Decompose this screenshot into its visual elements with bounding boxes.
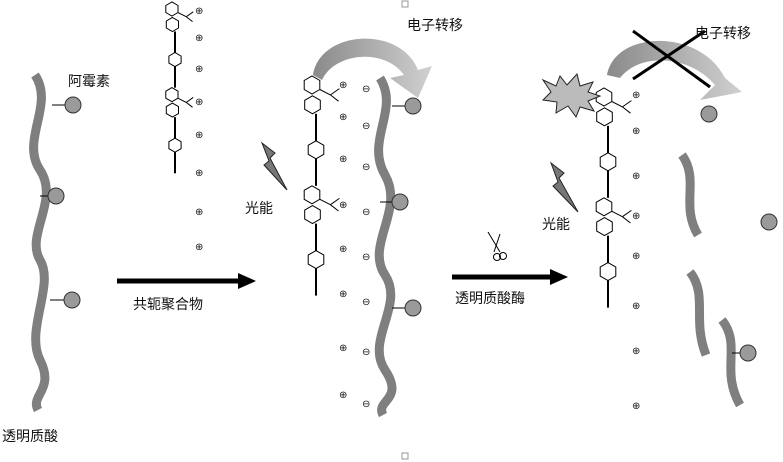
hyaluronic-acid-label: 透明质酸 [2, 429, 58, 445]
charges-polymer: ⊕ ⊕ ⊕ ⊕ ⊕ ⊕ ⊕ ⊕ [632, 90, 640, 412]
positive-charge: ⊕ [632, 401, 640, 412]
light-energy-label: 光能 [542, 217, 570, 233]
doxorubicin-molecule [404, 299, 422, 317]
benzene-ring [307, 250, 325, 270]
benzene-ring [599, 262, 617, 282]
light-energy-label: 光能 [245, 201, 273, 217]
positive-charge: ⊕ [195, 33, 203, 44]
negative-charge: ⊖ [362, 121, 370, 132]
benzene-ring [165, 16, 179, 33]
released-doxorubicin [760, 213, 778, 231]
negative-charge: ⊖ [362, 207, 370, 218]
hyaluronic-acid-chain [374, 75, 422, 418]
positive-charge: ⊕ [632, 251, 640, 262]
conjugated-polymer [303, 75, 340, 296]
electron-transfer-label: 电子转移 [695, 26, 751, 42]
negative-charge: ⊖ [362, 347, 370, 358]
conjugated-polymer [165, 1, 194, 174]
benzene-ring [303, 185, 321, 205]
positive-charge: ⊕ [195, 97, 203, 108]
charges-complex: ⊕ ⊕ ⊕ ⊕ ⊕ ⊕ ⊕ ⊕ ⊖ ⊖ ⊖ ⊖ ⊖ ⊖ ⊖ ⊖ [339, 80, 370, 410]
positive-charge: ⊕ [195, 242, 203, 253]
positive-charge: ⊕ [339, 244, 347, 255]
blocked-cross-icon [632, 29, 711, 89]
positive-charge: ⊕ [632, 90, 640, 101]
benzene-ring [596, 217, 613, 237]
positive-charge: ⊕ [339, 390, 347, 401]
hyaluronic-acid-fragments [678, 105, 778, 408]
positive-charge: ⊕ [339, 154, 347, 165]
conjugated-polymer [595, 87, 632, 308]
doxorubicin-molecule [64, 96, 82, 114]
lightning-icon [549, 161, 579, 213]
positive-charge: ⊕ [195, 64, 203, 75]
scissors-icon [487, 231, 507, 261]
process-arrow [117, 273, 256, 289]
benzene-ring [168, 51, 182, 68]
benzene-ring [304, 95, 321, 115]
benzene-ring [303, 75, 321, 95]
negative-charge: ⊖ [362, 252, 370, 263]
positive-charge: ⊕ [195, 207, 203, 218]
doxorubicin-molecule [739, 344, 757, 362]
process-arrow [452, 269, 568, 285]
benzene-ring [596, 107, 613, 127]
positive-charge: ⊕ [632, 126, 640, 137]
positive-charge: ⊕ [632, 301, 640, 312]
electron-transfer-arrow [313, 38, 432, 98]
hyaluronic-acid-chain [29, 72, 82, 413]
negative-charge: ⊖ [362, 162, 370, 173]
doxorubicin-molecule [63, 291, 81, 309]
lightning-icon [260, 141, 288, 191]
charges-polymer: ⊕ ⊕ ⊕ ⊕ ⊕ ⊕ ⊕ ⊕ [195, 6, 203, 253]
positive-charge: ⊕ [632, 346, 640, 357]
electron-transfer-label: 电子转移 [407, 18, 463, 34]
positive-charge: ⊕ [632, 171, 640, 182]
benzene-ring [165, 1, 179, 17]
conjugated-polymer-label: 共轭聚合物 [133, 297, 203, 313]
benzene-ring [304, 205, 321, 225]
benzene-ring [307, 140, 325, 160]
doxorubicin-label: 阿霉素 [68, 74, 110, 90]
benzene-ring [165, 102, 179, 118]
doxorubicin-molecule [404, 97, 422, 115]
selection-handle [401, 0, 409, 8]
doxorubicin-molecule [47, 187, 65, 205]
negative-charge: ⊖ [362, 297, 370, 308]
excitation-burst-icon [541, 72, 602, 119]
benzene-ring [165, 87, 179, 103]
positive-charge: ⊕ [339, 343, 347, 354]
positive-charge: ⊕ [195, 6, 203, 17]
electron-transfer-arrow [607, 40, 742, 100]
selection-handle [401, 452, 409, 460]
negative-charge: ⊖ [362, 84, 370, 95]
benzene-ring [595, 87, 613, 107]
hyaluronidase-label: 透明质酸酶 [455, 291, 525, 307]
released-doxorubicin [700, 105, 718, 123]
positive-charge: ⊕ [339, 112, 347, 123]
negative-charge: ⊖ [362, 399, 370, 410]
positive-charge: ⊕ [632, 211, 640, 222]
positive-charge: ⊕ [195, 130, 203, 141]
positive-charge: ⊕ [339, 80, 347, 91]
benzene-ring [599, 152, 617, 172]
doxorubicin-molecule [391, 193, 409, 211]
positive-charge: ⊕ [339, 200, 347, 211]
benzene-ring [595, 197, 613, 217]
positive-charge: ⊕ [339, 289, 347, 300]
benzene-ring [168, 137, 182, 153]
positive-charge: ⊕ [195, 168, 203, 179]
